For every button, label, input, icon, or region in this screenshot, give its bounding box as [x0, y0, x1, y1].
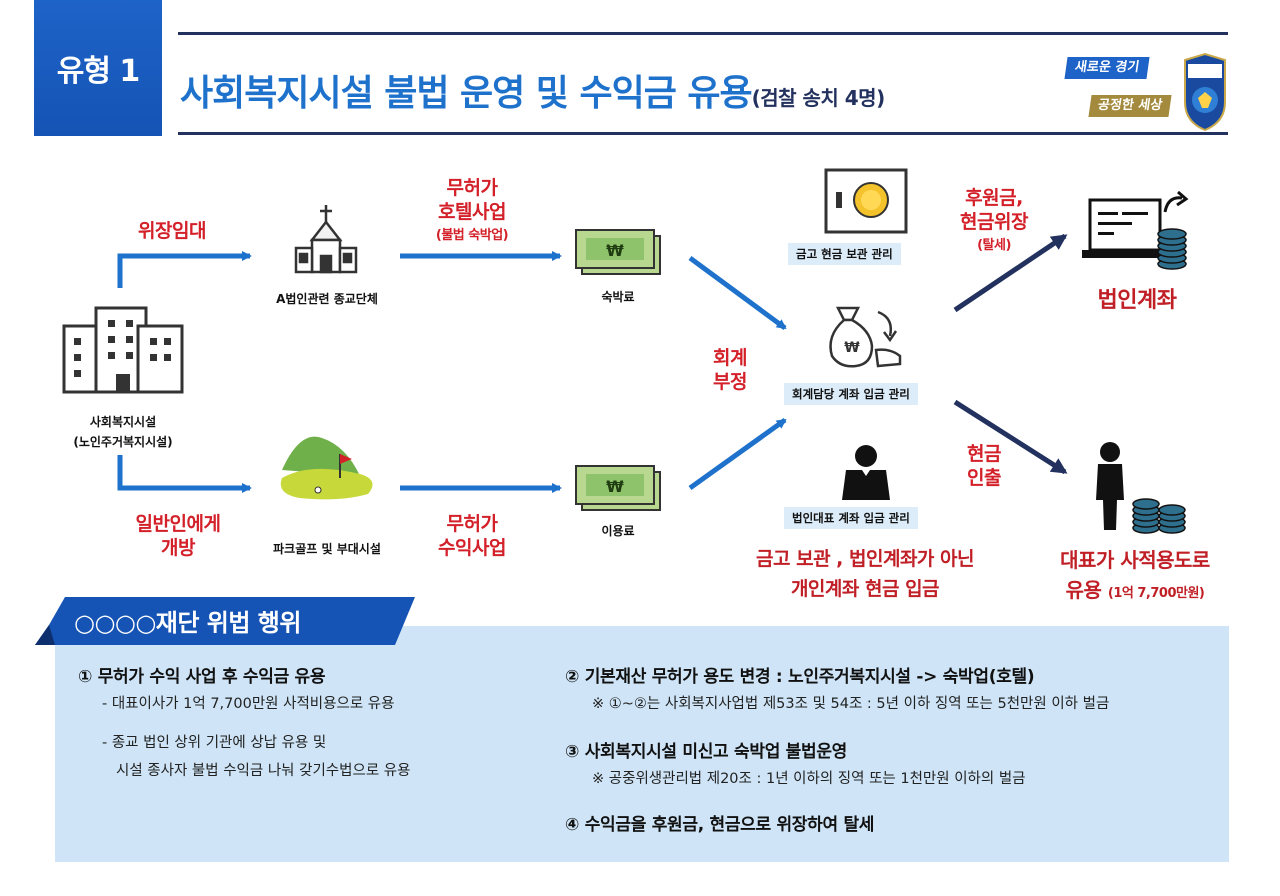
account-caption: 회계담당 계좌 입금 관리 [784, 383, 918, 405]
label-cash-line2: 인출 [967, 467, 1001, 489]
label-cash-withdrawal: 현금 인출 [954, 442, 1014, 490]
violation-item-3: ③ 사회복지시설 미신고 숙박업 불법운영 [565, 742, 848, 762]
violation-item-1: ① 무허가 수익 사업 후 수익금 유용 [78, 667, 326, 687]
label-hotel-biz-line3: (불법 숙박업) [435, 228, 509, 243]
money-bag-icon [829, 306, 902, 368]
businessman-icon [842, 445, 890, 500]
title-sub: (검찰 송치 4명) [751, 86, 886, 110]
rep-use-line2: 유용 (1억 7,700만원) [1040, 575, 1230, 609]
safe-caption: 금고 현금 보관 관리 [788, 243, 901, 265]
cash-bundle-icon-lodging [575, 229, 661, 275]
currency-symbol-usage: ₩ [606, 477, 624, 496]
violation-item-2-note: ※ ①~②는 사회복지사업법 제53조 및 54조 : 5년 이하 징역 또는 … [592, 696, 1110, 712]
arrow-to-corp [953, 233, 1068, 313]
violation-item-2: ② 기본재산 무허가 용도 변경 : 노인주거복지시설 -> 숙박업(호텔) [565, 667, 1035, 687]
facility-building-icon [62, 306, 184, 394]
laptop-icon [1082, 190, 1189, 270]
label-hotel-biz-line1: 무허가 [446, 177, 498, 199]
golf-caption: 파크골프 및 부대시설 [273, 542, 381, 556]
label-cash-line1: 현금 [967, 443, 1001, 465]
label-profit-biz-line1: 무허가 [446, 513, 498, 535]
facility-caption-line1: 사회복지시설 [89, 415, 157, 429]
label-disguised-lease: 위장임대 [138, 220, 206, 242]
label-accounting-fraud: 회계 부정 [700, 346, 760, 394]
label-hotel-biz: 무허가 호텔사업 (불법 숙박업) [412, 176, 532, 248]
usage-fee-caption: 이용료 [601, 524, 635, 538]
violation-item-1-sub1: - 대표이사가 1억 7,700만원 사적비용으로 유용 [102, 696, 395, 712]
rep-account-caption: 법인대표 계좌 입금 관리 [784, 507, 918, 529]
violations-panel [55, 626, 1229, 862]
page-title: 사회복지시설 불법 운영 및 수익금 유용(검찰 송치 4명) [180, 64, 885, 116]
police-emblem-icon [1184, 52, 1226, 132]
label-open-public: 일반인에게 개방 [118, 512, 238, 560]
personal-deposit-line2: 개인계좌 현금 입금 [790, 578, 940, 600]
rep-use-line2-text: 유용 [1065, 578, 1102, 602]
label-donation-line3: (탈세) [977, 238, 1011, 253]
label-profit-biz-line2: 수익사업 [438, 537, 506, 559]
park-golf-icon [280, 436, 373, 500]
currency-symbol-lodging: ₩ [606, 241, 624, 260]
label-donation-disguise: 후원금, 현금위장 (탈세) [944, 186, 1044, 258]
cash-bundle-icon-usage [575, 465, 661, 511]
personal-deposit-line1: 금고 보관 , 법인계좌가 아닌 [756, 548, 974, 570]
personal-deposit-label: 금고 보관 , 법인계좌가 아닌 개인계좌 현금 입금 [730, 544, 1000, 604]
label-donation-line2: 현금위장 [960, 211, 1028, 233]
violation-item-4: ④ 수익금을 후원금, 현금으로 위장하여 탈세 [565, 815, 875, 835]
rep-private-use-label: 대표가 사적용도로 유용 (1억 7,700만원) [1040, 545, 1230, 609]
rep-use-line1: 대표가 사적용도로 [1060, 548, 1210, 572]
violations-heading-tab [35, 597, 415, 645]
rep-use-amount: (1억 7,700만원) [1107, 586, 1205, 601]
label-accounting-fraud-line1: 회계 [713, 347, 747, 369]
arrow-open [117, 455, 252, 493]
facility-caption-line2: (노인주거복지시설) [73, 435, 173, 449]
arrow-usage-to-account [688, 417, 787, 491]
label-profit-biz: 무허가 수익사업 [412, 512, 532, 560]
arrow-lodging-to-account [688, 255, 787, 331]
label-open-public-line2: 개방 [161, 537, 195, 559]
safe-icon [824, 168, 908, 234]
rep-person-icon [1096, 442, 1124, 530]
church-caption: A법인관련 종교단체 [276, 292, 378, 306]
label-open-public-line1: 일반인에게 [135, 513, 221, 535]
header-bottom-rule [178, 132, 1228, 135]
label-accounting-fraud-line2: 부정 [713, 371, 747, 393]
currency-symbol-bag: ₩ [844, 340, 860, 356]
corp-account-label: 법인계좌 [1097, 288, 1177, 313]
coin-stack-icon [1132, 498, 1186, 534]
violation-item-1-sub2b: 시설 종사자 불법 수익금 나눠 갖기수법으로 유용 [116, 763, 411, 779]
facility-caption: 사회복지시설 (노인주거복지시설) [58, 412, 188, 452]
violation-item-1-sub2a: - 종교 법인 상위 기관에 상납 유용 및 [102, 735, 327, 751]
label-donation-line1: 후원금, [965, 187, 1023, 209]
header-top-rule [178, 32, 1228, 35]
church-icon [294, 205, 358, 274]
violations-heading: ○○○○재단 위법 행위 [74, 609, 301, 637]
arrow-lease [117, 251, 252, 288]
type-badge: 유형 1 [34, 0, 162, 136]
violation-item-3-note: ※ 공중위생관리법 제20조 : 1년 이하의 징역 또는 1천만원 이하의 벌… [592, 771, 1026, 787]
lodging-fee-caption: 숙박료 [601, 290, 635, 304]
arrow-to-rep [953, 399, 1068, 475]
title-main: 사회복지시설 불법 운영 및 수익금 유용 [180, 73, 753, 114]
label-hotel-biz-line2: 호텔사업 [438, 201, 506, 223]
